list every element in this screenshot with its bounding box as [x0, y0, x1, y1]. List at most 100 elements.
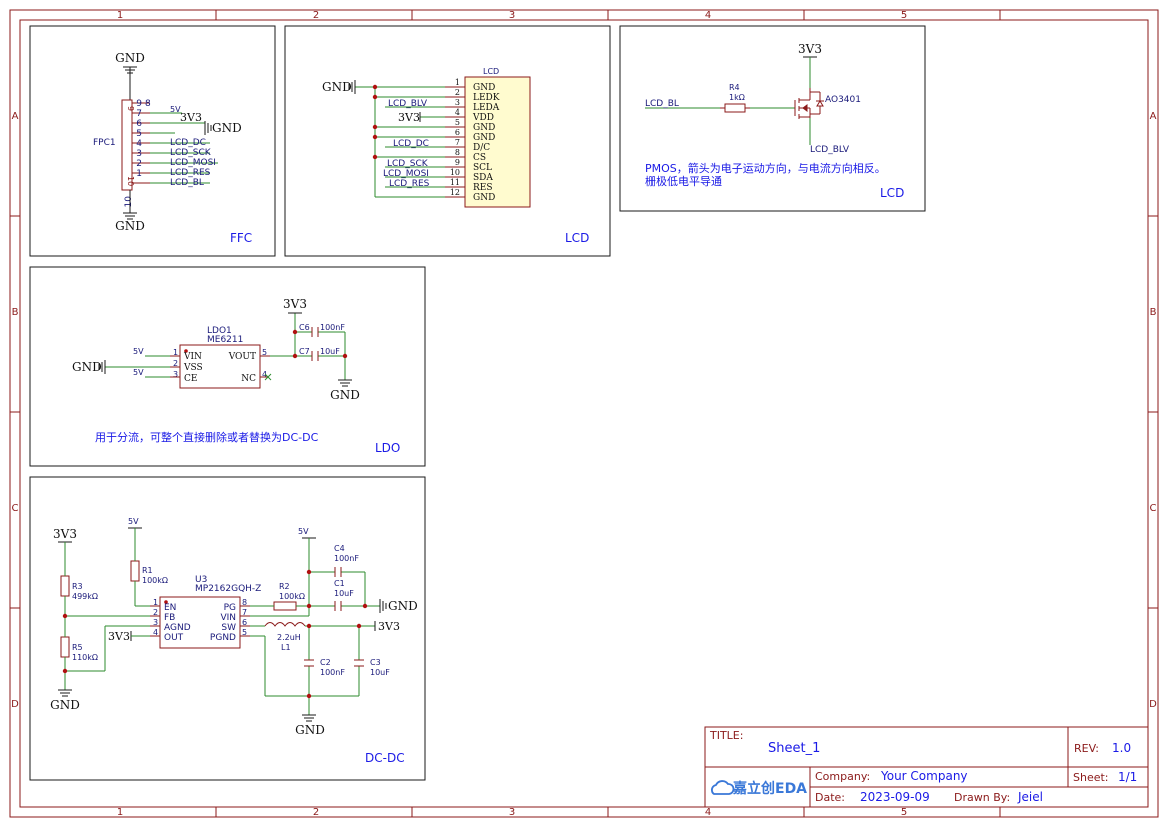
- pin-name: SDA: [473, 173, 493, 183]
- ffc-box: [29, 25, 276, 257]
- gnd-symbol: [379, 599, 387, 613]
- gnd-symbol: [338, 379, 352, 387]
- inductor-l1: [264, 622, 306, 627]
- component-ref: C4: [334, 544, 345, 553]
- pin-name: CE: [184, 374, 197, 384]
- net-label-lcd-blv: LCD_BLV: [810, 145, 850, 155]
- row-label-right: D: [1149, 699, 1157, 710]
- component-value: 100kΩ: [142, 576, 168, 585]
- inner-frame: [19, 19, 1149, 808]
- pin-number: 8: [242, 598, 247, 607]
- ffc-pins: [132, 102, 150, 184]
- pin-name: FB: [164, 613, 175, 623]
- pin-number: 1: [136, 169, 142, 179]
- pin-name: VDD: [472, 113, 494, 123]
- pin-name: OUT: [164, 633, 184, 643]
- pin-number: 2: [455, 88, 460, 97]
- pin-name: PGND: [210, 633, 236, 643]
- pin-number: 1: [173, 348, 178, 357]
- lcd-wires: [355, 86, 445, 198]
- power-label-gnd: GND: [330, 388, 360, 402]
- gnd-symbol: [123, 66, 137, 100]
- power-label-gnd: GND: [115, 51, 145, 65]
- component-value: 10uF: [320, 347, 340, 356]
- pin-name: VOUT: [228, 352, 256, 362]
- pin-number: 5: [455, 118, 460, 127]
- dcdc-block: DC-DC U3 MP2162GQH-Z EN FB AGND OUT PG V…: [29, 476, 426, 781]
- power-label-gnd: GND: [212, 121, 242, 135]
- col-label-top: 4: [705, 10, 711, 21]
- component-ref: R2: [279, 582, 290, 591]
- pin-number: 5: [136, 129, 142, 139]
- net-label-lcd-sck: LCD_SCK: [387, 159, 429, 169]
- power-label-5v: 5V: [133, 368, 144, 377]
- nc-marker: [264, 373, 272, 381]
- outer-frame: [9, 9, 1159, 818]
- gnd-symbol: [98, 360, 106, 374]
- component-part: MP2162GQH-Z: [195, 584, 261, 594]
- title-label: TITLE:: [709, 729, 743, 742]
- gnd-symbol: [204, 121, 212, 135]
- row-label-left: D: [11, 699, 19, 710]
- pin-name: GND: [473, 193, 495, 203]
- pin-number: 5: [262, 348, 267, 357]
- pin-number: 9: [136, 99, 142, 109]
- resistor-r3: [60, 575, 70, 597]
- lcd-box: [284, 25, 611, 257]
- gnd-symbol: [58, 689, 72, 697]
- component-ref: R1: [142, 566, 153, 575]
- component-ref: C6: [299, 323, 310, 332]
- pin-number: 4: [153, 628, 158, 637]
- col-label-bottom: 3: [509, 807, 515, 818]
- power-label-gnd: GND: [115, 219, 145, 233]
- component-value: 110kΩ: [72, 653, 98, 662]
- pin-name: GND: [473, 133, 495, 143]
- pin-number: 4: [262, 370, 267, 379]
- row-label-right: B: [1150, 307, 1157, 318]
- ldo-box: [29, 266, 426, 467]
- col-label-bottom: 1: [117, 807, 123, 818]
- pin-name: NC: [241, 374, 256, 384]
- pin-number: 5: [242, 628, 247, 637]
- gnd-symbol: [123, 190, 137, 220]
- note-text: 栅极低电平导通: [645, 174, 722, 188]
- date-label: Date:: [815, 791, 845, 804]
- block-title: FFC: [230, 231, 252, 245]
- power-label-3v3: 3V3: [398, 111, 420, 124]
- capacitor-c1: [334, 601, 342, 611]
- block-title: LCD: [565, 231, 589, 245]
- ffc-wires: [150, 112, 218, 184]
- component-value: 100kΩ: [279, 592, 305, 601]
- resistor-r5: [60, 636, 70, 658]
- net-label-lcd-bl: LCD_BL: [170, 178, 204, 188]
- component-ref: L1: [281, 643, 291, 652]
- capacitor-c4: [334, 567, 342, 577]
- component-value: 100nF: [334, 554, 359, 563]
- note-text: 用于分流，可整个直接删除或者替换为DC-DC: [95, 430, 319, 444]
- pin-number: 10: [124, 196, 134, 208]
- component-ref: C7: [299, 347, 310, 356]
- company-value: Your Company: [880, 769, 968, 783]
- pin-name: AGND: [164, 623, 191, 633]
- net-label-lcd-sck: LCD_SCK: [170, 148, 212, 158]
- pin-name: VSS: [183, 363, 203, 373]
- ffc-ref: FPC1: [93, 138, 116, 148]
- power-label-5v: 5V: [133, 347, 144, 356]
- row-label-left: A: [12, 111, 19, 122]
- eda-logo-text: 嘉立创EDA: [732, 780, 807, 797]
- component-value: 1kΩ: [729, 93, 745, 102]
- gnd-symbol: [302, 714, 316, 722]
- cloud-logo-icon: [711, 780, 735, 795]
- pin-number: 3: [136, 149, 142, 159]
- pin-number: 10: [126, 176, 135, 186]
- power-label-gnd: GND: [72, 360, 102, 374]
- pin-name: VIN: [220, 613, 236, 623]
- lcd-pins: [445, 86, 465, 198]
- pmos-transistor: [794, 88, 824, 119]
- pin-name: GND: [473, 83, 495, 93]
- power-label-5v: 5V: [170, 105, 181, 114]
- component-value: 10uF: [370, 668, 390, 677]
- pin-name: EN: [164, 603, 176, 613]
- pmos-box: [619, 25, 926, 212]
